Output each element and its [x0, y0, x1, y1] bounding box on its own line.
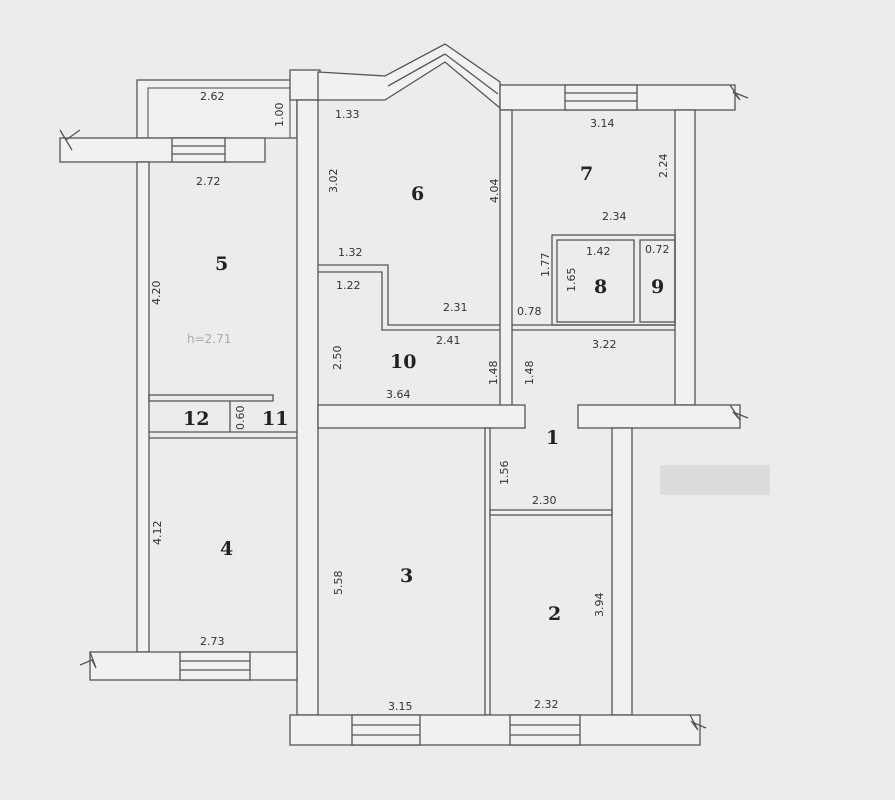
dim: 1.56: [498, 461, 511, 486]
room-9-label: 9: [651, 276, 664, 298]
dim: 1.33: [335, 108, 360, 121]
room-6-label: 6: [411, 183, 424, 205]
dim: 2.30: [532, 494, 557, 507]
dim: 1.32: [338, 246, 363, 259]
dim: 0.72: [645, 243, 670, 256]
dim: 2.31: [443, 301, 468, 314]
dim: 2.62: [200, 90, 225, 103]
blurred-patch: [660, 465, 770, 495]
dim: 0.60: [234, 406, 247, 431]
dim: 3.14: [590, 117, 615, 130]
room-5-label: 5: [215, 253, 228, 275]
dim: 5.58: [332, 571, 345, 596]
dim: 4.20: [150, 281, 163, 306]
dim: 1.00: [273, 103, 286, 128]
room-11-label: 11: [262, 408, 288, 430]
ceiling-height: h=2.71: [187, 332, 231, 346]
room-2-label: 2: [548, 603, 561, 625]
dim: 1.42: [586, 245, 611, 258]
dim: 2.24: [657, 154, 670, 179]
dim: 3.15: [388, 700, 413, 713]
dim: 1.65: [565, 268, 578, 293]
room-numbers: 1 2 3 4 5 6 7 8 9 10 11 12 h=2.71: [183, 163, 664, 625]
dim: 3.02: [327, 169, 340, 194]
dim: 3.22: [592, 338, 617, 351]
window-7: [564, 84, 638, 111]
walls: [59, 43, 749, 746]
dimension-labels: 2.62 1.00 2.72 4.20 1.33 3.02 4.04 1.32 …: [150, 90, 670, 713]
room-4-label: 4: [220, 538, 233, 560]
room-8-label: 8: [594, 276, 607, 298]
dim: 1.22: [336, 279, 361, 292]
dim: 2.73: [200, 635, 225, 648]
dim: 2.72: [196, 175, 221, 188]
dim: 3.64: [386, 388, 411, 401]
dim: 4.12: [151, 521, 164, 546]
window-4: [179, 651, 251, 681]
window-2: [509, 714, 581, 746]
room-12-label: 12: [183, 408, 209, 430]
dim: 1.77: [539, 253, 552, 278]
dim: 2.41: [436, 334, 461, 347]
room-3-label: 3: [400, 565, 413, 587]
window-5: [171, 137, 226, 163]
room-7-label: 7: [580, 163, 593, 185]
dim: 0.78: [517, 305, 542, 318]
dim: 1.48: [523, 361, 536, 386]
room-1-label: 1: [546, 427, 559, 449]
dim: 2.34: [602, 210, 627, 223]
dim: 3.94: [593, 593, 606, 618]
window-3: [351, 714, 421, 746]
room-10-label: 10: [390, 351, 416, 373]
dim: 4.04: [488, 179, 501, 204]
dim: 2.32: [534, 698, 559, 711]
dim: 2.50: [331, 346, 344, 371]
dim: 1.48: [487, 361, 500, 386]
